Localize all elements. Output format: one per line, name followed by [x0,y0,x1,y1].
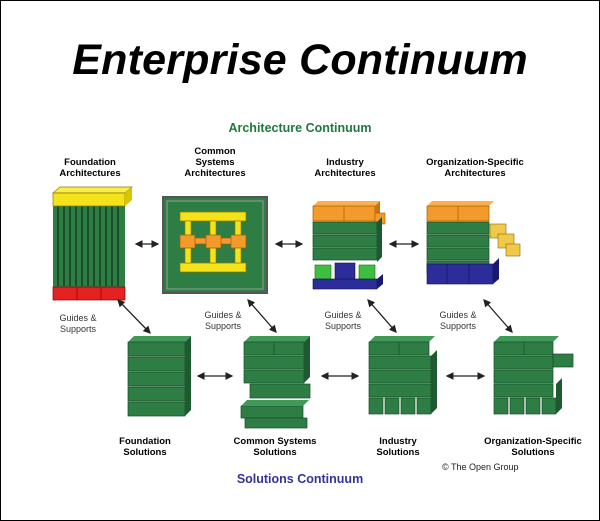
diagonal-arrow [117,299,151,334]
common-systems-solutions-graphic [240,336,311,429]
page-title: Enterprise Continuum [72,36,528,84]
foundation-architectures-graphic [52,186,133,301]
diagonal-arrow [367,299,397,333]
foundation-solutions-graphic [127,336,191,417]
industry-solutions-label: Industry Solutions [376,436,420,458]
copyright-text: © The Open Group [442,462,519,472]
architecture-continuum-heading: Architecture Continuum [228,121,372,135]
organization-specific-architectures-label: Organization-Specific Architectures [426,157,524,179]
guides-supports-label: Guides & Supports [324,310,362,331]
guides-supports-label: Guides & Supports [59,313,97,334]
common-systems-architectures-graphic [162,196,268,294]
industry-architectures-label: Industry Architectures [314,157,376,179]
diagonal-arrow [483,299,513,333]
industry-architectures-graphic [312,201,386,290]
common-systems-architectures-label: Common Systems Architectures [184,146,246,179]
organization-specific-solutions-graphic [493,336,574,415]
organization-specific-architectures-graphic [426,201,521,285]
foundation-solutions-label: Foundation Solutions [119,436,171,458]
guides-supports-label: Guides & Supports [439,310,477,331]
organization-specific-solutions-label: Organization-Specific Solutions [484,436,582,458]
diagonal-arrow [247,299,277,333]
common-systems-solutions-label: Common Systems Solutions [233,436,317,458]
solutions-continuum-heading: Solutions Continuum [236,472,364,486]
industry-solutions-graphic [368,336,437,415]
foundation-architectures-label: Foundation Architectures [59,157,121,179]
guides-supports-label: Guides & Supports [204,310,242,331]
